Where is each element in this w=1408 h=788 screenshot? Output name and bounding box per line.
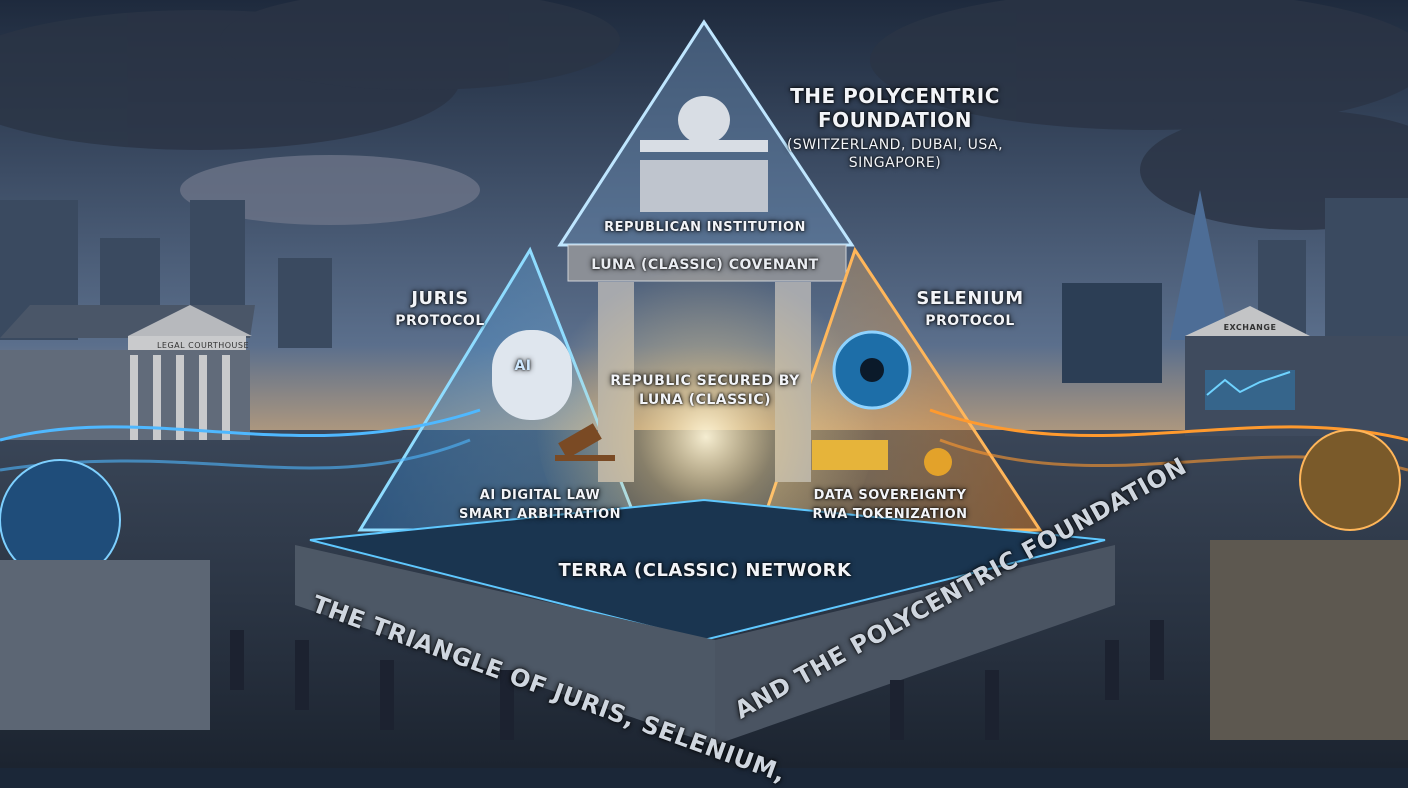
gavel-icon [555,423,615,461]
juris-feature-1: AI DIGITAL LAW [479,488,601,503]
selenium-feature-1: DATA SOVEREIGNTY [813,488,967,503]
platform-left-face [295,545,715,745]
coin-icon [924,448,952,476]
capitol-building [640,96,768,212]
central-glow [536,250,876,590]
juris-title: JURIS [411,288,469,309]
platform-top [309,498,1106,642]
exchange-sign: EXCHANGE [1223,323,1277,332]
institution-label: REPUBLICAN INSTITUTION [604,220,806,235]
gold-bars [812,440,888,470]
juris-feature-2: SMART ARBITRATION [458,507,622,522]
foundation-title: THE POLYCENTRIC FOUNDATION [790,84,1000,132]
republic-label: REPUBLIC SECURED BY LUNA (CLASSIC) [610,373,800,408]
selenium-feature-2: RWA TOKENIZATION [812,507,968,522]
foundation-locations: (SWITZERLAND, DUBAI, USA, SINGAPORE) [786,137,1004,171]
ai-badge: AI [514,358,532,374]
clouds [0,0,1408,230]
selenium-title: SELENIUM [916,288,1024,309]
covenant-label: LUNA (CLASSIC) COVENANT [591,257,819,273]
courthouse [0,305,255,440]
skyline [0,190,1408,383]
exchange-building [1185,306,1408,436]
ai-robot-head [492,330,572,420]
courthouse-sign: LEGAL COURTHOUSE [156,341,250,350]
right-rotunda [1210,540,1408,740]
platform-right-face [715,545,1115,745]
network-label: TERRA (CLASSIC) NETWORK [558,560,852,581]
juris-subtitle: PROTOCOL [395,313,485,329]
selenium-subtitle: PROTOCOL [925,313,1015,329]
left-rotunda [0,560,210,730]
crowd [230,620,1164,740]
illustration-scene [0,0,1408,768]
right-globe [1299,429,1401,531]
